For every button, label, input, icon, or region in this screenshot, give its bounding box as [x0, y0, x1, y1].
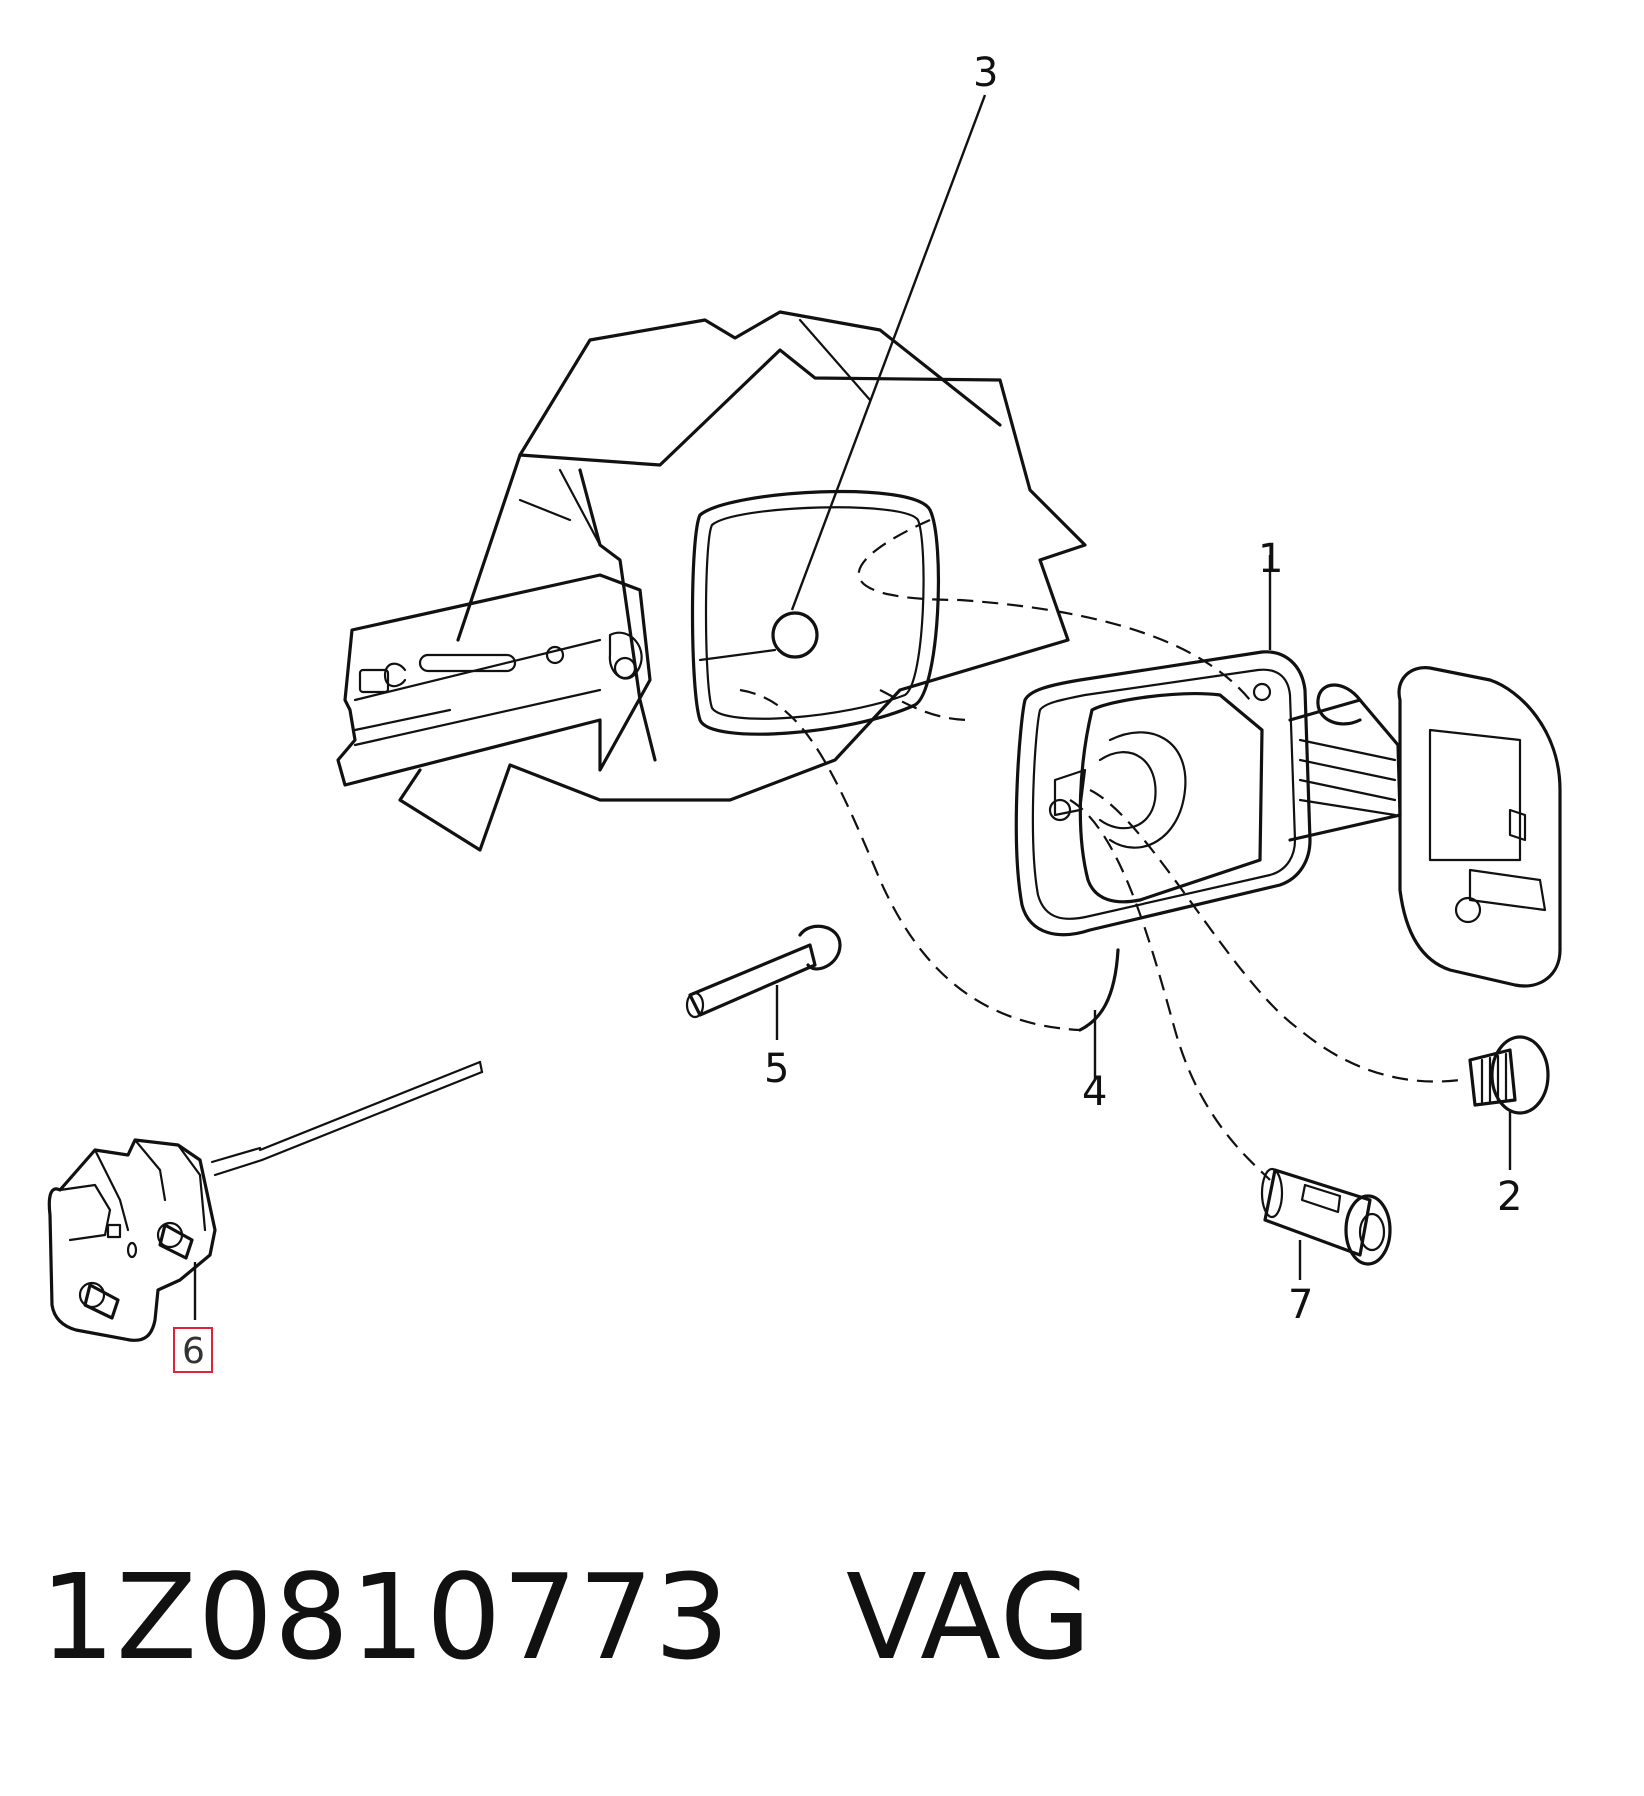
callout-2: 2	[1497, 1174, 1522, 1220]
leader-lines	[193, 94, 1512, 1320]
callout-7: 7	[1288, 1282, 1313, 1328]
part-number-caption: 1Z0810773 VAG	[40, 1548, 1092, 1686]
callout-1: 1	[1258, 536, 1283, 582]
part-number: 1Z0810773	[40, 1548, 731, 1686]
part-6-actuator	[47, 1060, 484, 1342]
filler-housing-drawing	[1014, 650, 1562, 988]
callout-5: 5	[764, 1046, 789, 1092]
part-4-cable	[1078, 948, 1120, 1032]
body-panel-drawing	[336, 310, 1087, 852]
callout-3: 3	[973, 50, 998, 96]
part-2-grommet	[1468, 1035, 1550, 1115]
brand-name: VAG	[845, 1548, 1093, 1686]
part-5-pin	[685, 924, 842, 1019]
dashed-guides	[739, 518, 1461, 1181]
callout-6-highlight	[173, 1327, 213, 1373]
callout-labels: 1 2 3 4 5 6 7	[173, 50, 1522, 1373]
part-7-lock-cylinder	[1260, 1167, 1392, 1266]
callout-6: 6	[182, 1331, 205, 1372]
callout-4: 4	[1082, 1069, 1107, 1115]
